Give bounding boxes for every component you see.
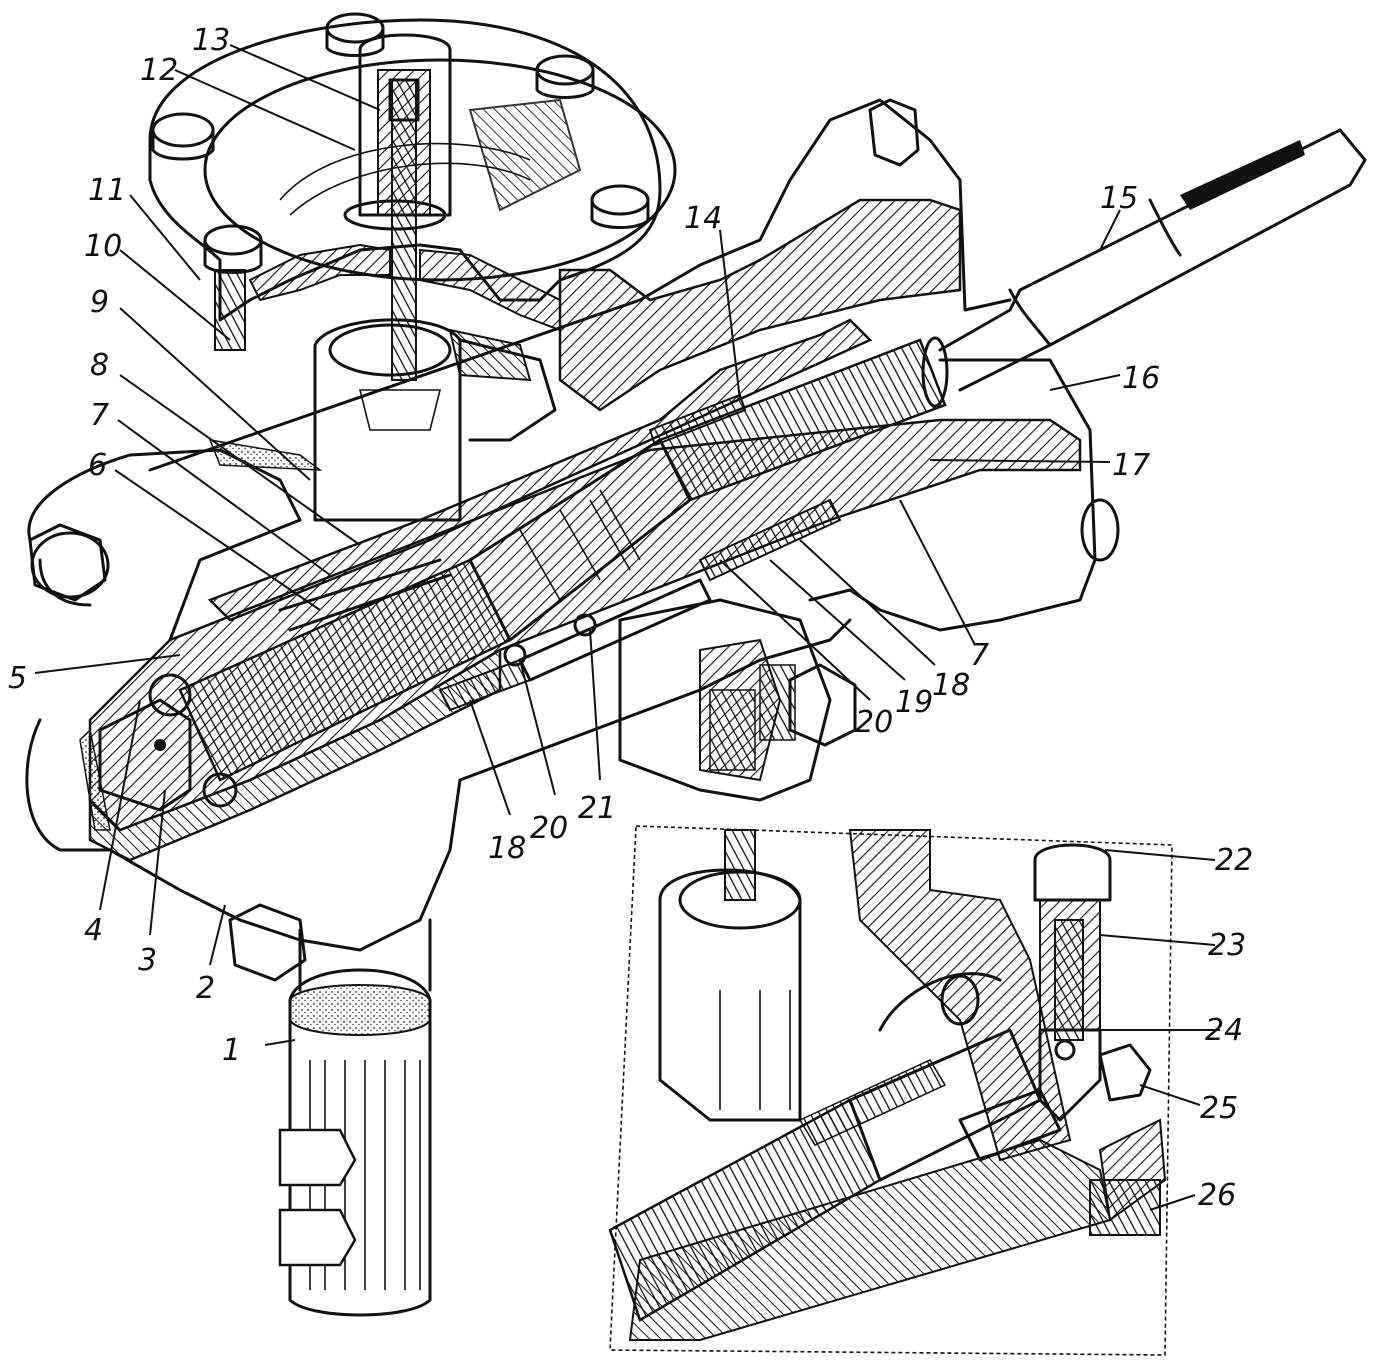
callout-6: 6 (88, 448, 107, 483)
main-assembly (25, 12, 1367, 1317)
housing-bolts (28, 98, 920, 982)
callout-2: 2 (196, 971, 215, 1006)
callout-1: 1 (222, 1033, 241, 1068)
callout-5: 5 (8, 661, 27, 696)
callout-labels: 1 2 3 4 5 6 7 8 9 10 11 12 13 14 15 16 1… (8, 23, 1253, 1213)
callout-20-right: 20 (855, 705, 893, 740)
callout-22: 22 (1215, 843, 1253, 878)
callout-24: 24 (1205, 1013, 1243, 1048)
hex-bolt-icon (28, 523, 107, 602)
bolt-head-icon (590, 184, 650, 229)
hex-bolt-icon (759, 663, 857, 747)
output-shaft (278, 918, 432, 1317)
callout-25: 25 (1200, 1091, 1238, 1126)
callout-20-left: 20 (530, 811, 568, 846)
callout-12: 12 (140, 53, 178, 88)
valve-spool (278, 393, 842, 712)
callout-4: 4 (84, 913, 103, 948)
bolt-head-icon (203, 224, 263, 274)
callout-13: 13 (192, 23, 230, 58)
bolt-head-icon (325, 12, 385, 57)
callout-18-left: 18 (488, 831, 526, 866)
callout-14: 14 (684, 201, 722, 236)
leader-lines (34, 44, 1220, 1211)
callout-7-left: 7 (90, 398, 109, 433)
callout-11: 11 (88, 173, 126, 208)
callout-15: 15 (1100, 181, 1138, 216)
hex-bolt-icon (868, 98, 920, 167)
callout-10: 10 (84, 229, 122, 264)
callout-26: 26 (1198, 1178, 1236, 1213)
callout-21: 21 (578, 791, 616, 826)
hex-bolt-icon (228, 903, 307, 982)
adjusting-screw (343, 33, 452, 381)
callout-18-right: 18 (932, 668, 970, 703)
callout-23: 23 (1208, 928, 1246, 963)
callout-9: 9 (90, 285, 109, 320)
callout-3: 3 (138, 943, 157, 978)
bolt-head-icon (535, 54, 595, 99)
bolt-head-icon (151, 112, 215, 161)
callout-7-right: 7 (970, 638, 989, 673)
callout-8: 8 (90, 348, 109, 383)
sector-gear (313, 318, 557, 522)
callout-16: 16 (1122, 361, 1160, 396)
main-housing (25, 98, 1120, 952)
cover-bolts (151, 12, 650, 351)
callout-19: 19 (895, 685, 933, 720)
top-cover (148, 18, 677, 332)
inset-detail (608, 825, 1173, 1356)
steering-screw (98, 128, 1367, 812)
callout-17: 17 (1112, 448, 1150, 483)
